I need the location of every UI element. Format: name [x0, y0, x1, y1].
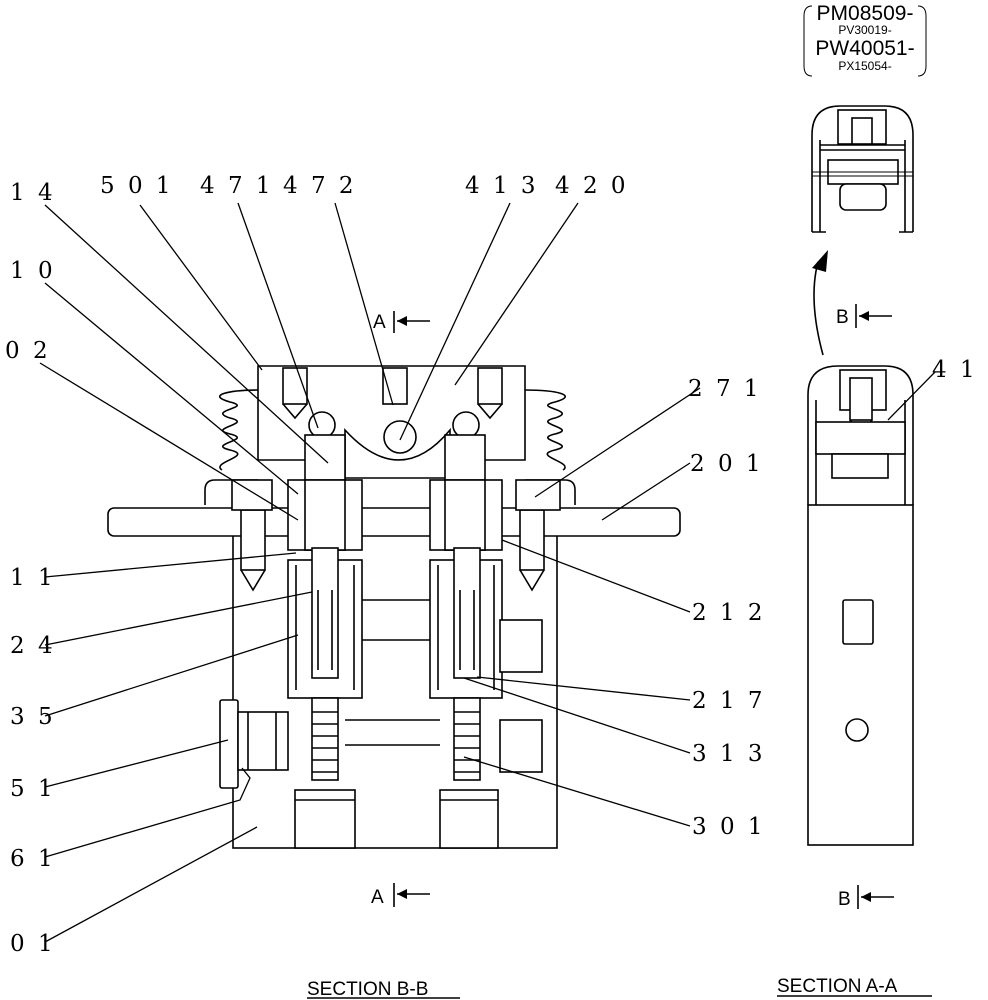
callout-472: 4 7 2: [283, 173, 357, 199]
callout-61: 6 1: [10, 846, 56, 872]
callout-217: 2 1 7: [692, 688, 766, 714]
callout-271: 2 7 1: [688, 376, 762, 402]
section-b-b-view: [107, 365, 681, 849]
reference-box: PM08509- PV30019- PW40051- PX15054-: [803, 2, 927, 77]
callout-10: 1 0: [10, 258, 56, 284]
view-marker-top-a: A: [373, 311, 430, 333]
reference-line-3: PW40051-: [815, 37, 914, 60]
rotation-arrow: [812, 250, 828, 356]
callout-24: 2 4: [10, 633, 56, 659]
callout-51: 5 1: [10, 776, 56, 802]
callout-413: 4 1 3: [465, 173, 539, 199]
callout-labels: 1 4 5 0 1 4 7 1 4 7 2 4 1 3 4 2 0 1 0 0 …: [5, 173, 988, 957]
callout-35: 3 5: [10, 704, 56, 730]
end-view-detail: [811, 105, 914, 233]
callout-420: 4 2 0: [555, 173, 629, 199]
view-label-top-b: B: [836, 307, 849, 328]
section-title-b-b: SECTION B-B: [307, 979, 428, 1000]
callout-501: 5 0 1: [100, 173, 174, 199]
callout-11: 1 1: [10, 565, 56, 591]
view-label-top-a: A: [373, 312, 386, 333]
reference-line-2: PV30019-: [838, 23, 891, 37]
view-label-bottom-a: A: [371, 887, 384, 908]
section-title-a-a: SECTION A-A: [777, 976, 898, 997]
callout-414: 4 1 4: [932, 357, 988, 383]
callout-14: 1 4: [10, 180, 56, 206]
view-marker-bottom-b: B: [838, 885, 894, 910]
callout-301: 3 0 1: [692, 814, 766, 840]
callout-212: 2 1 2: [692, 600, 766, 626]
callout-01: 0 1: [10, 931, 56, 957]
reference-line-1: PM08509-: [817, 2, 914, 25]
callout-201: 2 0 1: [690, 451, 764, 477]
callout-471: 4 7 1: [200, 173, 274, 199]
callout-313: 3 1 3: [692, 741, 766, 767]
leader-lines: [39, 202, 936, 943]
view-marker-top-b: B: [836, 304, 892, 328]
callout-02: 0 2: [5, 338, 51, 364]
view-label-bottom-b: B: [838, 889, 851, 910]
view-marker-bottom-a: A: [371, 883, 430, 908]
section-a-a-view: [807, 365, 914, 846]
reference-line-4: PX15054-: [838, 59, 891, 73]
section-titles: SECTION B-B SECTION A-A: [307, 976, 932, 1000]
